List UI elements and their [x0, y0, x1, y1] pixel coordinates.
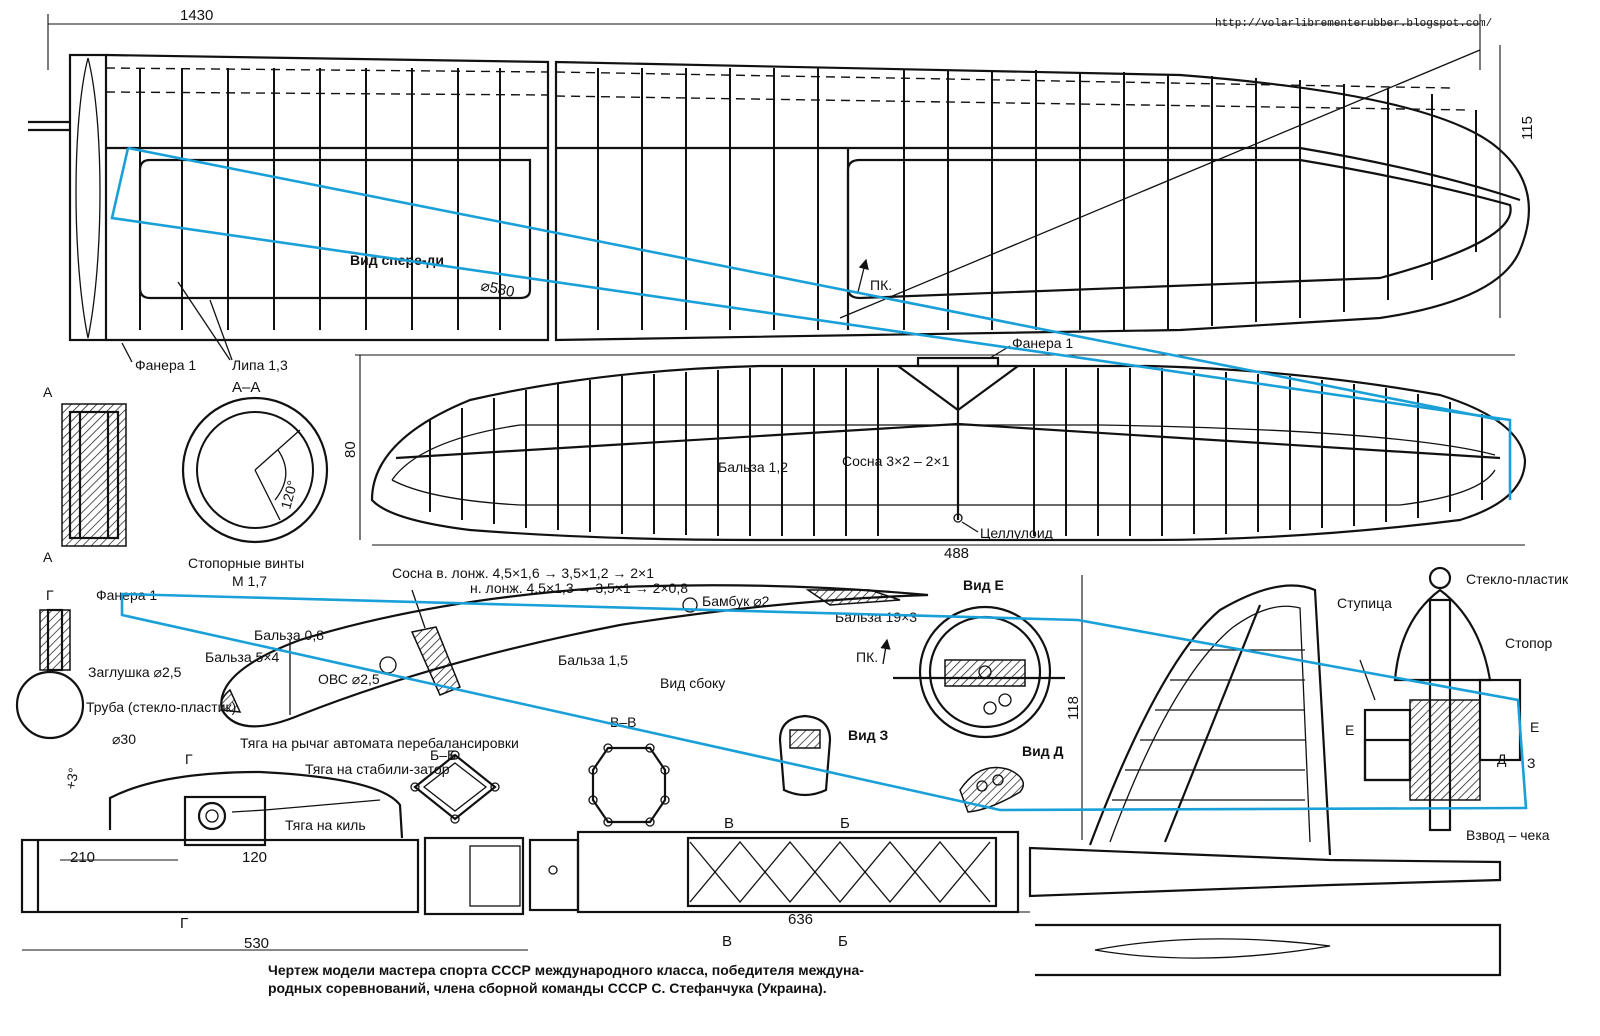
rotor-hub: Стекло-пластик Ступица Стопор Взвод – че…: [1337, 566, 1569, 843]
fuselage-marker-v-bottom: В: [722, 933, 732, 950]
ovs-label: ОВС ⌀2,5: [318, 671, 380, 687]
wing-pod: Г Тяга на рычаг автомата перебалансировк…: [108, 735, 519, 847]
screws-size: М 1,7: [232, 573, 267, 589]
airfoil-upper-spar: Сосна в. лонж. 4,5×1,6 → 3,5×1,2 → 2×1: [392, 565, 654, 581]
airfoil-lower-spar: н. лонж. 4,5×1,3 → 3,5×1 → 2×0,8: [470, 580, 688, 596]
wing-airfoil: Сосна в. лонж. 4,5×1,6 → 3,5×1,2 → 2×1 н…: [205, 565, 929, 728]
flight-path-overlay: [110, 146, 1528, 812]
wing-plywood-label: Фанера 1: [135, 357, 196, 373]
section-bb: Б–Б: [410, 747, 500, 824]
caption-line2: родных соревнований, члена сборной коман…: [268, 980, 827, 996]
view-z: Вид З: [778, 714, 888, 797]
section-aa-angle: 120°: [277, 479, 300, 511]
wing-linden-label: Липа 1,3: [232, 357, 288, 373]
tube-plug-label: Заглушка ⌀2,5: [88, 664, 182, 680]
section-aa-title: А–А: [232, 379, 260, 396]
balsa-19x3-label: Бальза 19×3: [835, 609, 917, 625]
section-vv: В–В: [588, 714, 670, 827]
fuselage-marker-g: Г: [180, 915, 188, 932]
tube-marker: Г: [46, 587, 54, 603]
hub-marker-e-right: Е: [1530, 719, 1539, 735]
tube-diameter: ⌀30: [112, 731, 136, 747]
wing-span-dim: 1430: [180, 7, 213, 24]
fin: 118: [1065, 575, 1332, 856]
section-aa-marker-top: А: [43, 384, 53, 400]
stabilizer-pine-label: Сосна 3×2 – 2×1: [842, 453, 950, 469]
stabilizer-plan: 80 Фанера 1 Бальза 1,2: [342, 335, 1527, 562]
stabilizer-celluloid-label: Целлулоид: [980, 525, 1053, 541]
wing-chord-dim: 115: [1519, 116, 1536, 140]
rod-automat-label: Тяга на рычаг автомата перебалансировки: [240, 735, 519, 751]
section-aa: А А А–А 120° Стопорные винты М 1,7: [43, 379, 329, 589]
view-e-pk-label: ПК.: [856, 649, 878, 665]
dim-530: 530: [244, 935, 269, 952]
dim-210: 210: [70, 849, 95, 866]
hub-marker-z: З: [1527, 755, 1535, 771]
hub-marker-e-left: Е: [1345, 722, 1354, 738]
section-aa-marker-bottom: А: [43, 549, 53, 565]
wing-pk-label: ПК.: [870, 277, 892, 293]
balsa-15-label: Бальза 1,5: [558, 652, 628, 668]
tube-detail: Г Фанера 1 Заглушка ⌀2,5 Труба (стекло-п…: [15, 587, 236, 791]
fuselage-marker-v-top: В: [724, 815, 734, 832]
fuselage-marker-b-top: Б: [840, 815, 850, 832]
wing-diameter-label: ⌀580: [479, 277, 516, 301]
view-e: Вид Е ПК.: [856, 577, 1065, 739]
fuselage: 210 120 530 636 Г В Б В Б: [20, 815, 1502, 977]
caption-line1: Чертеж модели мастера спорта СССР междун…: [268, 962, 864, 978]
fin-height-dim: 118: [1065, 696, 1082, 720]
rod-stab-label: Тяга на стабили-затор: [305, 761, 450, 777]
dim-636: 636: [788, 911, 813, 928]
screws-label: Стопорные винты: [188, 555, 304, 571]
dim-120: 120: [242, 849, 267, 866]
hub-marker-d: Д: [1497, 751, 1507, 767]
stabilizer-ribs: [429, 368, 1483, 536]
wing-ribs: [139, 68, 1477, 330]
hub-cockpin-label: Взвод – чека: [1466, 827, 1550, 843]
stabilizer-height-dim: 80: [342, 441, 359, 458]
view-d-title: Вид Д: [1022, 743, 1063, 759]
wing-plan-view: 1430: [28, 7, 1536, 373]
view-d: Вид Д: [959, 743, 1063, 813]
fuselage-marker-b-bottom: Б: [838, 933, 848, 950]
hub-stopper-label: Стопор: [1505, 635, 1553, 651]
balsa-5x4-label: Бальза 5×4: [205, 649, 279, 665]
tube-material-label: Труба (стекло-пластик): [86, 699, 236, 715]
view-e-title: Вид Е: [963, 577, 1004, 593]
balsa-08-label: Бальза 0,8: [254, 627, 324, 643]
view-z-title: Вид З: [848, 727, 888, 743]
bamboo-label: Бамбук ⌀2: [702, 593, 770, 609]
hub-fiberglass-label: Стекло-пластик: [1466, 571, 1569, 587]
rod-fin-label: Тяга на киль: [285, 817, 366, 833]
stabilizer-plywood-label: Фанера 1: [1012, 335, 1073, 351]
pod-marker: Г: [185, 751, 193, 767]
side-view-label: Вид сбоку: [660, 675, 725, 691]
hub-label: Ступица: [1337, 595, 1392, 611]
stabilizer-span-dim: 488: [944, 545, 969, 562]
tube-angle: +3°: [62, 767, 82, 791]
stabilizer-balsa-label: Бальза 1,2: [718, 459, 788, 475]
